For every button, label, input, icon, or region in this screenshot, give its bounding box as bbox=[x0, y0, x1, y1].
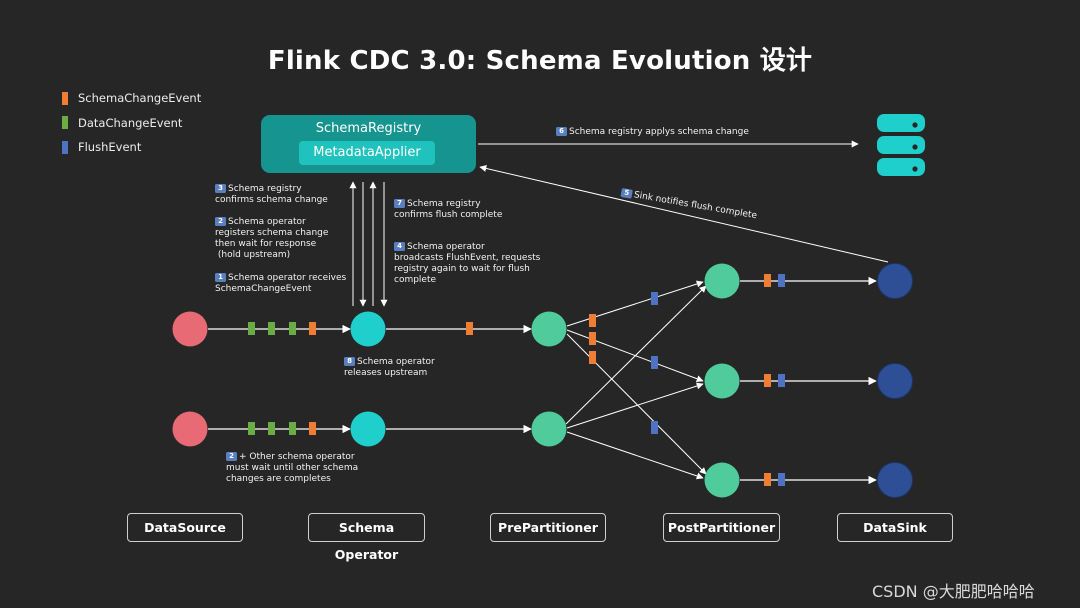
schema-registry-box: SchemaRegistry MetadataApplier bbox=[261, 115, 476, 173]
schema-change-event-marker bbox=[589, 314, 596, 327]
stage-label-datasink: DataSink bbox=[837, 513, 953, 542]
step-number-badge: 3 bbox=[215, 184, 226, 193]
datasource-node bbox=[172, 411, 208, 447]
legend-label-data-change: DataChangeEvent bbox=[78, 115, 183, 130]
shuffle-line-b2 bbox=[566, 382, 704, 429]
data-change-event-marker bbox=[268, 422, 275, 435]
legend-swatch-flush bbox=[62, 140, 68, 154]
legend-label-schema-change: SchemaChangeEvent bbox=[78, 91, 202, 106]
step-number-badge: 8 bbox=[344, 357, 355, 366]
schema-change-event-marker bbox=[764, 473, 771, 486]
flush-event-marker bbox=[778, 274, 785, 287]
data-change-event-marker bbox=[289, 422, 296, 435]
flush-event-marker bbox=[778, 473, 785, 486]
legend-item-flush: FlushEvent bbox=[62, 135, 201, 160]
stage-label-postpartitioner: PostPartitioner bbox=[663, 513, 780, 542]
datasink-node bbox=[877, 462, 913, 498]
prepartitioner-node bbox=[531, 411, 567, 447]
step-number-badge: 2 bbox=[215, 217, 226, 226]
schema-change-event-marker bbox=[764, 374, 771, 387]
shuffle-line-b1 bbox=[565, 285, 707, 425]
database-icon bbox=[876, 112, 926, 182]
schema-change-event-marker bbox=[589, 351, 596, 364]
legend-label-flush: FlushEvent bbox=[78, 140, 142, 155]
data-change-event-marker bbox=[248, 422, 255, 435]
diagram-title: Flink CDC 3.0: Schema Evolution 设计 bbox=[267, 46, 813, 76]
shuffle-line-b3 bbox=[566, 431, 704, 480]
legend-swatch-data-change bbox=[62, 116, 68, 130]
flush-event-marker bbox=[778, 374, 785, 387]
schema-change-event-marker bbox=[466, 322, 473, 335]
stage-label-datasource: DataSource bbox=[127, 513, 243, 542]
step-number-badge: 2 bbox=[226, 452, 237, 461]
data-change-event-marker bbox=[268, 322, 275, 335]
datasink-node bbox=[877, 263, 913, 299]
legend-swatch-schema-change bbox=[62, 91, 68, 105]
step-number-badge: 1 bbox=[215, 273, 226, 282]
schema-operator-node bbox=[350, 411, 386, 447]
watermark: CSDN @大肥肥哈哈哈 bbox=[872, 582, 1035, 601]
datasink-node bbox=[877, 363, 913, 399]
stage-label-schema-operator: Schema Operator bbox=[308, 513, 425, 562]
data-change-event-marker bbox=[289, 322, 296, 335]
postpartitioner-node bbox=[704, 462, 740, 498]
legend-item-data-change: DataChangeEvent bbox=[62, 111, 201, 136]
legend: SchemaChangeEvent DataChangeEvent FlushE… bbox=[62, 86, 201, 160]
datasource-node bbox=[172, 311, 208, 347]
legend-item-schema-change: SchemaChangeEvent bbox=[62, 86, 201, 111]
metadata-applier-box: MetadataApplier bbox=[299, 141, 435, 165]
schema-change-event-marker bbox=[589, 332, 596, 345]
shuffle-line-a1 bbox=[566, 280, 704, 327]
sink-notify-arrow bbox=[479, 165, 889, 263]
flush-event-marker bbox=[651, 292, 658, 305]
step-number-badge: 5 bbox=[620, 188, 633, 199]
schema-change-event-marker bbox=[764, 274, 771, 287]
schema-registry-title: SchemaRegistry bbox=[315, 121, 422, 136]
data-change-event-marker bbox=[248, 322, 255, 335]
schema-change-event-marker bbox=[309, 422, 316, 435]
flush-event-marker bbox=[651, 356, 658, 369]
step-number-badge: 4 bbox=[394, 242, 405, 251]
postpartitioner-node bbox=[704, 363, 740, 399]
step-number-badge: 6 bbox=[556, 127, 567, 136]
flush-event-marker bbox=[651, 421, 658, 434]
postpartitioner-node bbox=[704, 263, 740, 299]
note-step-2-plus: 2+ Other schema operator must wait until… bbox=[226, 452, 359, 484]
schema-change-event-marker bbox=[309, 322, 316, 335]
schema-operator-node bbox=[350, 311, 386, 347]
prepartitioner-node bbox=[531, 311, 567, 347]
step-number-badge: 7 bbox=[394, 199, 405, 208]
stage-label-prepartitioner: PrePartitioner bbox=[490, 513, 606, 542]
